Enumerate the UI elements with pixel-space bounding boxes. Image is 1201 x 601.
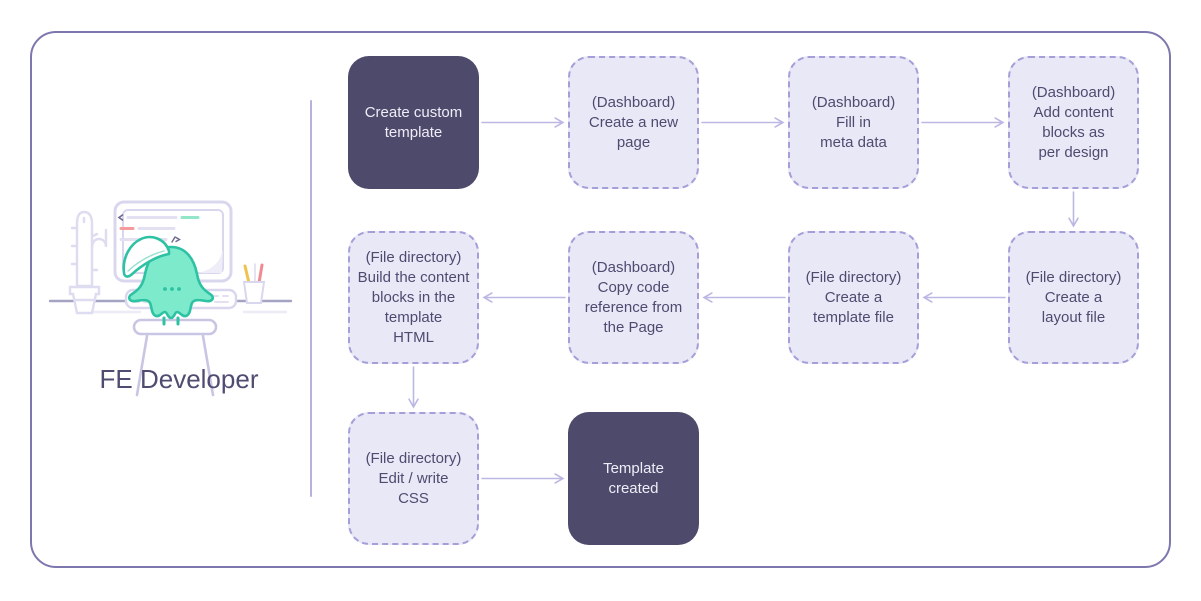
developer-illustration	[48, 200, 293, 397]
flow-node-label: (Dashboard) Create a new page	[588, 93, 679, 151]
flow-node-build-content-blocks: (File directory) Build the content block…	[348, 231, 479, 364]
flow-node-create-layout-file: (File directory) Create a layout file	[1008, 231, 1139, 364]
flow-node-label: Template created	[603, 459, 664, 497]
flow-node-create-new-page: (Dashboard) Create a new page	[568, 56, 699, 189]
flow-node-label: (File directory) Create a template file	[805, 268, 902, 326]
flow-node-template-created: Template created	[568, 412, 699, 545]
flow-node-create-custom-template: Create custom template	[348, 56, 479, 189]
cactus-icon	[68, 210, 108, 315]
flow-node-label: (Dashboard) Copy code reference from the…	[584, 258, 683, 336]
flow-node-label: (File directory) Edit / write CSS	[365, 449, 462, 507]
flow-node-edit-write-css: (File directory) Edit / write CSS	[348, 412, 479, 545]
stool-icon	[132, 318, 218, 397]
flow-node-label: Create custom template	[364, 103, 463, 141]
flow-node-label: (File directory) Create a layout file	[1025, 268, 1122, 326]
pencil-cup-icon	[242, 263, 266, 304]
flow-node-copy-code-reference: (Dashboard) Copy code reference from the…	[568, 231, 699, 364]
flow-node-create-template-file: (File directory) Create a template file	[788, 231, 919, 364]
flow-node-label: (Dashboard) Fill in meta data	[811, 93, 896, 151]
divider-line	[310, 100, 312, 497]
actor-label: FE Developer	[99, 364, 259, 394]
flow-node-label: (Dashboard) Add content blocks as per de…	[1031, 83, 1116, 161]
mascot-character-icon	[122, 235, 215, 326]
outer-frame	[30, 31, 1171, 568]
flow-node-add-content-blocks: (Dashboard) Add content blocks as per de…	[1008, 56, 1139, 189]
flow-node-label: (File directory) Build the content block…	[357, 248, 470, 346]
flow-node-fill-meta-data: (Dashboard) Fill in meta data	[788, 56, 919, 189]
